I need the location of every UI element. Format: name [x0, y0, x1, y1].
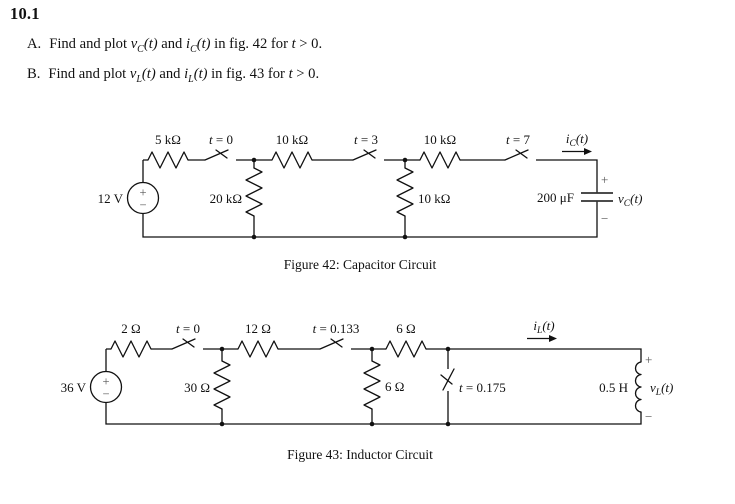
problem-b-text: and [155, 66, 185, 82]
voltage-source-icon: + − [126, 181, 160, 215]
math-args: (t) [193, 66, 208, 82]
resistor-label: 6 Ω [396, 321, 415, 336]
voltage-label: vL(t) [650, 380, 673, 398]
problem-b-text: Find and plot [48, 66, 130, 82]
resistor-2ohm [110, 340, 152, 358]
resistor-label: 6 Ω [385, 379, 404, 394]
node-dot [402, 234, 408, 240]
math-args: (t) [196, 36, 211, 52]
math-var: t [288, 66, 293, 82]
math-var: v [130, 36, 138, 52]
resistor-label: 10 kΩ [276, 132, 308, 147]
capacitor-value-label: 200 μF [537, 190, 574, 205]
voltage-source-icon: + − [89, 370, 123, 404]
node-dot [251, 234, 257, 240]
switch-time-label: t = 0 [176, 321, 200, 336]
switch-t3-icon [352, 149, 377, 161]
math-var: t [291, 36, 296, 52]
source-plus: + [139, 186, 146, 200]
resistor-label: 20 kΩ [210, 191, 242, 206]
resistor-10k-series1 [271, 151, 313, 169]
node-dot [445, 346, 451, 352]
switch-t0-icon [204, 149, 229, 161]
source-minus: − [102, 387, 109, 401]
polarity-minus: − [601, 211, 608, 226]
node-dot [219, 346, 225, 352]
inductor-icon [634, 361, 642, 413]
polarity-minus: − [645, 409, 652, 424]
problem-a-text: in fig. 42 for [210, 36, 292, 52]
resistor-20k-shunt [245, 167, 263, 217]
switch-time-label: t = 0.175 [459, 380, 506, 395]
problem-a-text: Find and plot [49, 36, 131, 52]
switch-time-label: t = 0.133 [313, 321, 360, 336]
current-label: iC(t) [566, 131, 588, 149]
fig42-circuit: + − 12 V 5 kΩ t = 0 10 kΩ t = 3 10 kΩ t … [98, 131, 643, 272]
math-var: v [129, 66, 137, 82]
math-sub: C [190, 43, 197, 55]
switch-t7-icon [504, 149, 529, 161]
math-args: (t) [143, 36, 158, 52]
math-args: (t) [141, 66, 156, 82]
source-plus: + [102, 375, 109, 389]
switch-t0133-icon [319, 338, 344, 350]
voltage-label: vC(t) [618, 191, 642, 209]
problem-b: B.Find and plot vL(t) and iL(t) in fig. … [27, 66, 320, 85]
resistor-label: 10 kΩ [424, 132, 456, 147]
node-dot [369, 346, 375, 352]
source-value-label: 12 V [98, 191, 124, 206]
fig42-caption: Figure 42: Capacitor Circuit [284, 257, 437, 272]
source-value-label: 36 V [61, 380, 87, 395]
node-dot [402, 157, 408, 163]
resistor-10k-series2 [419, 151, 461, 169]
resistor-30ohm-shunt [213, 360, 231, 410]
math-sub: L [188, 73, 194, 85]
switch-time-label: t = 3 [354, 132, 378, 147]
math-sub: L [136, 73, 142, 85]
problem-a-label: A. [27, 36, 42, 52]
capacitor-icon [581, 192, 613, 202]
problem-b-label: B. [27, 66, 41, 82]
resistor-12ohm [237, 340, 279, 358]
resistor-label: 10 kΩ [418, 191, 450, 206]
current-arrow [562, 148, 592, 155]
math-sub: C [137, 43, 144, 55]
polarity-plus: + [645, 352, 652, 367]
switch-time-label: t = 7 [506, 132, 530, 147]
resistor-label: 2 Ω [121, 321, 140, 336]
switch-t0175-icon [440, 368, 455, 391]
resistor-label: 5 kΩ [155, 132, 181, 147]
section-title: 10.1 [10, 4, 40, 23]
switch-time-label: t = 0 [209, 132, 233, 147]
source-minus: − [139, 198, 146, 212]
node-dot [369, 421, 375, 427]
node-dot [445, 421, 451, 427]
problem-a: A.Find and plot vC(t) and iC(t) in fig. … [27, 36, 323, 55]
resistor-5k [147, 151, 189, 169]
node-dot [219, 421, 225, 427]
resistor-label: 30 Ω [184, 380, 210, 395]
polarity-plus: + [601, 172, 608, 187]
resistor-6ohm-series [385, 340, 427, 358]
problem-a-text: > 0. [295, 36, 323, 52]
switch-t0-icon [171, 338, 196, 350]
resistor-6ohm-shunt [363, 360, 381, 410]
current-arrow [527, 335, 557, 342]
problem-a-text: and [157, 36, 186, 52]
inductor-value-label: 0.5 H [599, 380, 628, 395]
fig43-circuit: + − 36 V 2 Ω t = 0 12 Ω t = 0.133 6 Ω iL… [61, 318, 674, 462]
resistor-label: 12 Ω [245, 321, 271, 336]
problem-b-text: > 0. [292, 66, 320, 82]
node-dot [251, 157, 257, 163]
fig43-caption: Figure 43: Inductor Circuit [287, 447, 433, 462]
current-label: iL(t) [533, 318, 554, 336]
problem-b-text: in fig. 43 for [207, 66, 289, 82]
math-var: i [186, 36, 191, 52]
resistor-10k-shunt [396, 167, 414, 217]
math-var: i [184, 66, 189, 82]
